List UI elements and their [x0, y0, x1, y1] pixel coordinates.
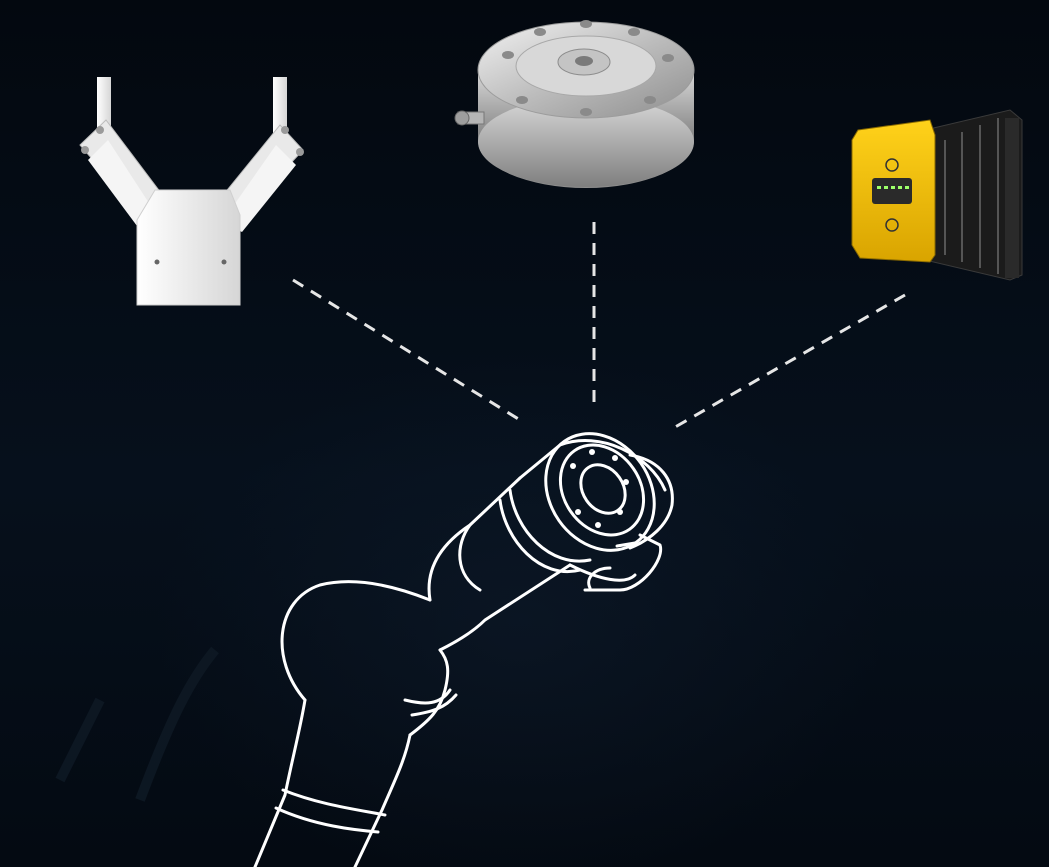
connector-line-gripper	[293, 280, 520, 420]
robot-arm-outline-icon	[255, 413, 677, 867]
vision-camera-icon	[852, 110, 1022, 280]
background-ghost-lines	[60, 650, 215, 800]
connector-line-camera	[670, 295, 905, 430]
connector-lines	[293, 222, 905, 430]
gripper-icon	[80, 77, 304, 305]
load-cell-sensor-icon	[455, 20, 694, 188]
